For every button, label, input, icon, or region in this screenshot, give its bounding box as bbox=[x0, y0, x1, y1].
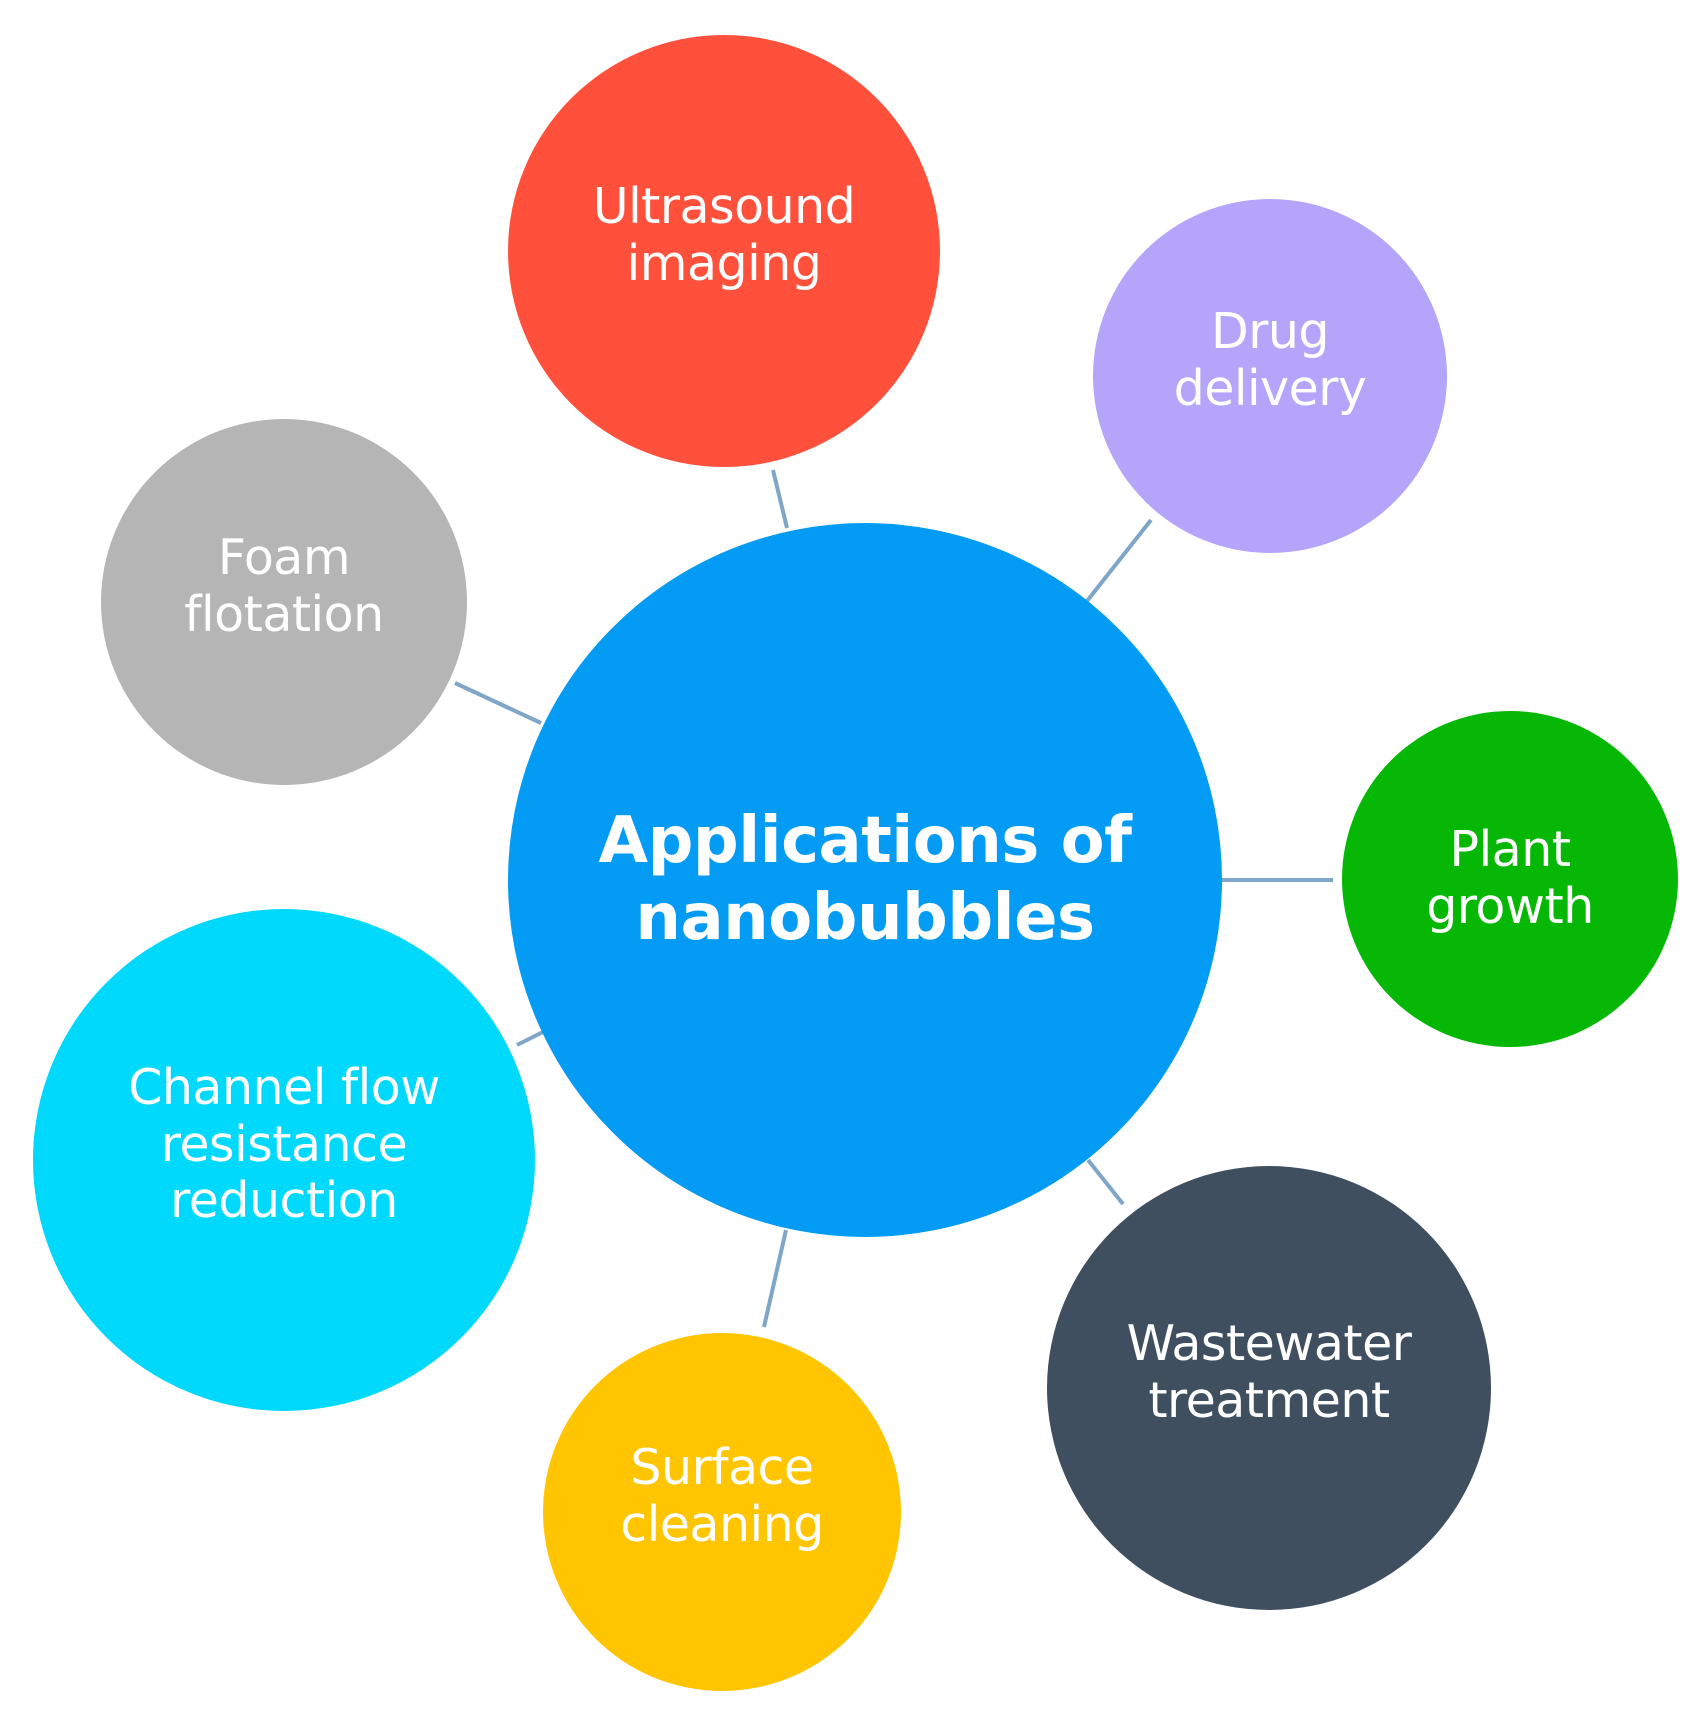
connector-wastewater-treatment bbox=[1086, 1158, 1125, 1206]
connector-ultrasound-imaging bbox=[771, 469, 789, 529]
center-node-applications-of-nanobubbles: Applications of nanobubbles bbox=[508, 523, 1222, 1237]
node-channel-flow-resistance-reduction: Channel flow resistance reduction bbox=[33, 909, 535, 1411]
node-channel-flow-resistance-reduction-label: Channel flow resistance reduction bbox=[128, 1058, 440, 1230]
node-drug-delivery-label: Drug delivery bbox=[1173, 303, 1367, 417]
center-node-label: Applications of nanobubbles bbox=[598, 804, 1132, 955]
node-surface-cleaning: Surface cleaning bbox=[543, 1333, 901, 1691]
node-drug-delivery: Drug delivery bbox=[1093, 199, 1447, 553]
node-ultrasound-imaging-label: Ultrasound imaging bbox=[592, 178, 856, 292]
connector-foam-flotation bbox=[454, 681, 542, 725]
node-ultrasound-imaging: Ultrasound imaging bbox=[508, 35, 940, 467]
node-foam-flotation-label: Foam flotation bbox=[184, 529, 384, 643]
connector-channel-flow-resistance-reduction bbox=[516, 1030, 544, 1047]
node-wastewater-treatment: Wastewater treatment bbox=[1047, 1166, 1491, 1610]
node-plant-growth-label: Plant growth bbox=[1426, 821, 1594, 935]
connector-drug-delivery bbox=[1085, 518, 1153, 603]
node-surface-cleaning-label: Surface cleaning bbox=[620, 1439, 824, 1553]
connector-surface-cleaning bbox=[762, 1229, 788, 1328]
node-wastewater-treatment-label: Wastewater treatment bbox=[1126, 1315, 1412, 1429]
node-foam-flotation: Foam flotation bbox=[101, 419, 467, 785]
node-plant-growth: Plant growth bbox=[1342, 711, 1678, 1047]
